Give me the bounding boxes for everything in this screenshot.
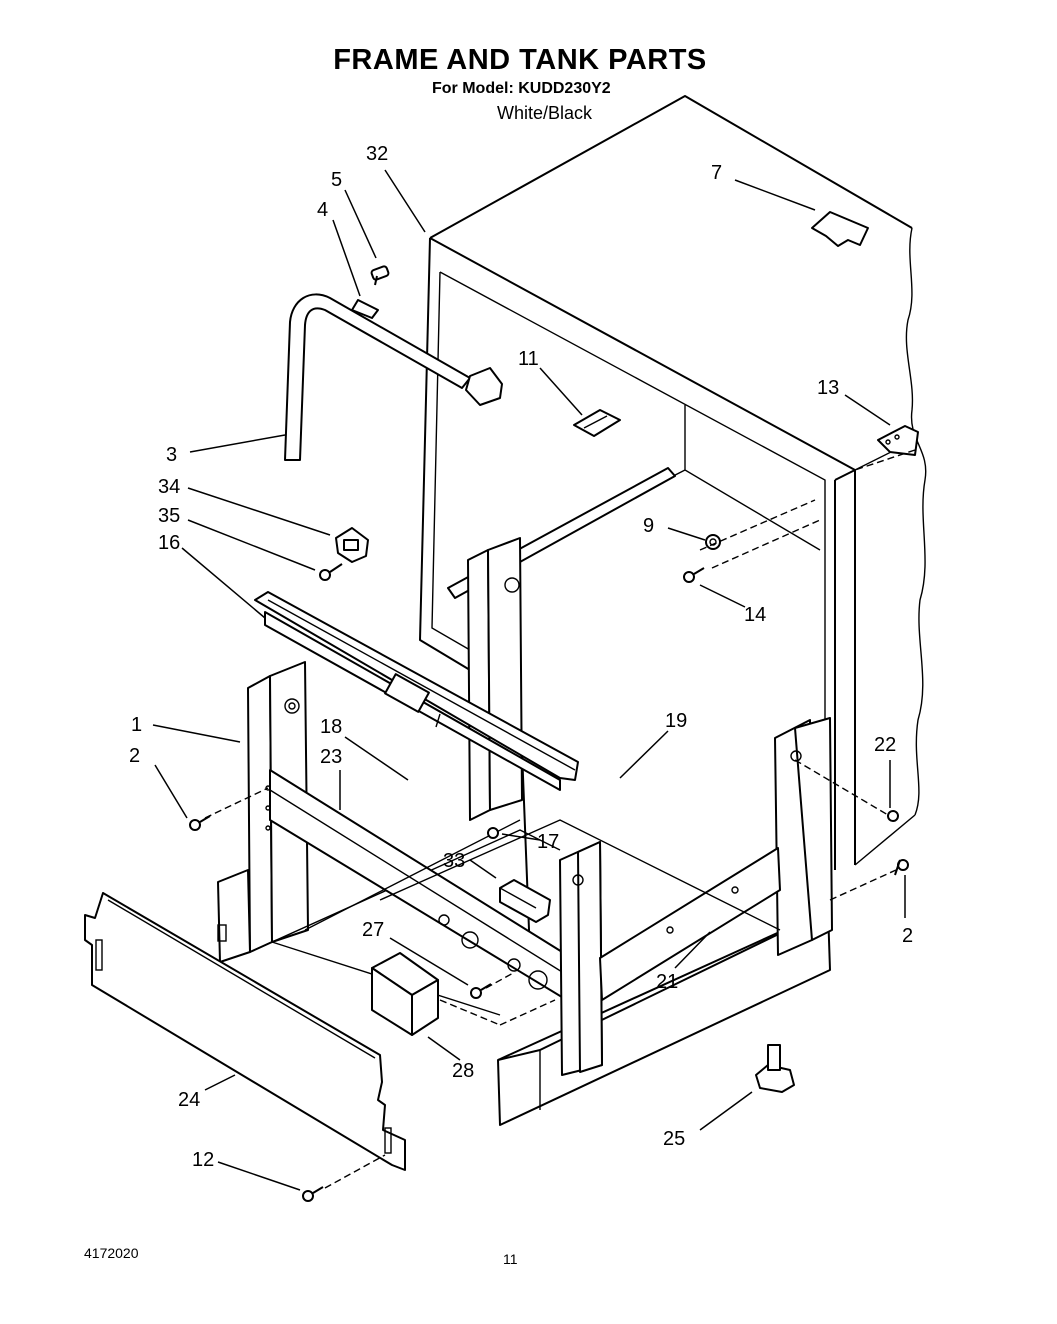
callout-3: 3 <box>166 444 177 466</box>
callout-14: 14 <box>744 604 766 626</box>
callout-24: 24 <box>178 1089 200 1111</box>
toe-panel-part-24 <box>84 892 406 1171</box>
callout-27: 27 <box>362 919 384 941</box>
screw-part-22 <box>887 810 899 822</box>
callout-12: 12 <box>192 1149 214 1171</box>
callout-23: 23 <box>320 746 342 768</box>
callout-16: 16 <box>158 532 180 554</box>
screw-part-17 <box>487 827 499 839</box>
callout-28: 28 <box>452 1060 474 1082</box>
callout-25: 25 <box>663 1128 685 1150</box>
document-number: 4172020 <box>84 1245 139 1261</box>
pad-part-33 <box>499 879 551 923</box>
vent-tube-part-3 <box>284 293 503 461</box>
page-title: FRAME AND TANK PARTS <box>333 44 707 76</box>
screw-part-35 <box>319 563 343 581</box>
callout-35: 35 <box>158 505 180 527</box>
base-frame-part-21 <box>217 537 833 1126</box>
callout-2-left: 2 <box>129 745 140 767</box>
callout-leaders <box>152 169 906 1191</box>
callout-34: 34 <box>158 476 180 498</box>
callout-13: 13 <box>817 377 839 399</box>
callout-5: 5 <box>331 169 342 191</box>
screw-part-27 <box>470 983 492 999</box>
nut-part-9 <box>705 534 721 550</box>
screw-part-2-right <box>894 859 909 876</box>
screw-part-12 <box>302 1186 324 1202</box>
page-number: 11 <box>503 1251 518 1267</box>
switch-part-34 <box>335 527 369 563</box>
callout-21: 21 <box>656 971 678 993</box>
callout-17: 17 <box>537 831 559 853</box>
callout-33: 33 <box>443 850 465 872</box>
color-variant: White/Black <box>497 103 593 123</box>
callout-1: 1 <box>131 714 142 736</box>
leveling-leg-part-25 <box>755 1044 795 1093</box>
callout-4: 4 <box>317 199 328 221</box>
front-rail-part-16 <box>254 591 579 791</box>
clip-part-7 <box>811 211 869 247</box>
callout-labels: 32 5 4 7 11 3 13 34 35 9 16 14 1 18 19 2… <box>129 143 913 1171</box>
module-part-28 <box>371 952 439 1036</box>
callout-19: 19 <box>665 710 687 732</box>
bracket-part-13 <box>877 425 919 456</box>
screw-part-5 <box>370 265 390 286</box>
callout-2-right: 2 <box>902 925 913 947</box>
bracket-part-11 <box>573 409 621 437</box>
callout-9: 9 <box>643 515 654 537</box>
callout-22: 22 <box>874 734 896 756</box>
callout-18: 18 <box>320 716 342 738</box>
callout-32: 32 <box>366 143 388 165</box>
screw-part-14 <box>683 567 705 583</box>
callout-7: 7 <box>711 162 722 184</box>
callout-11: 11 <box>518 348 539 370</box>
screw-part-2-left <box>189 815 211 831</box>
model-number: For Model: KUDD230Y2 <box>432 80 611 97</box>
alignment-lines <box>204 449 916 1189</box>
